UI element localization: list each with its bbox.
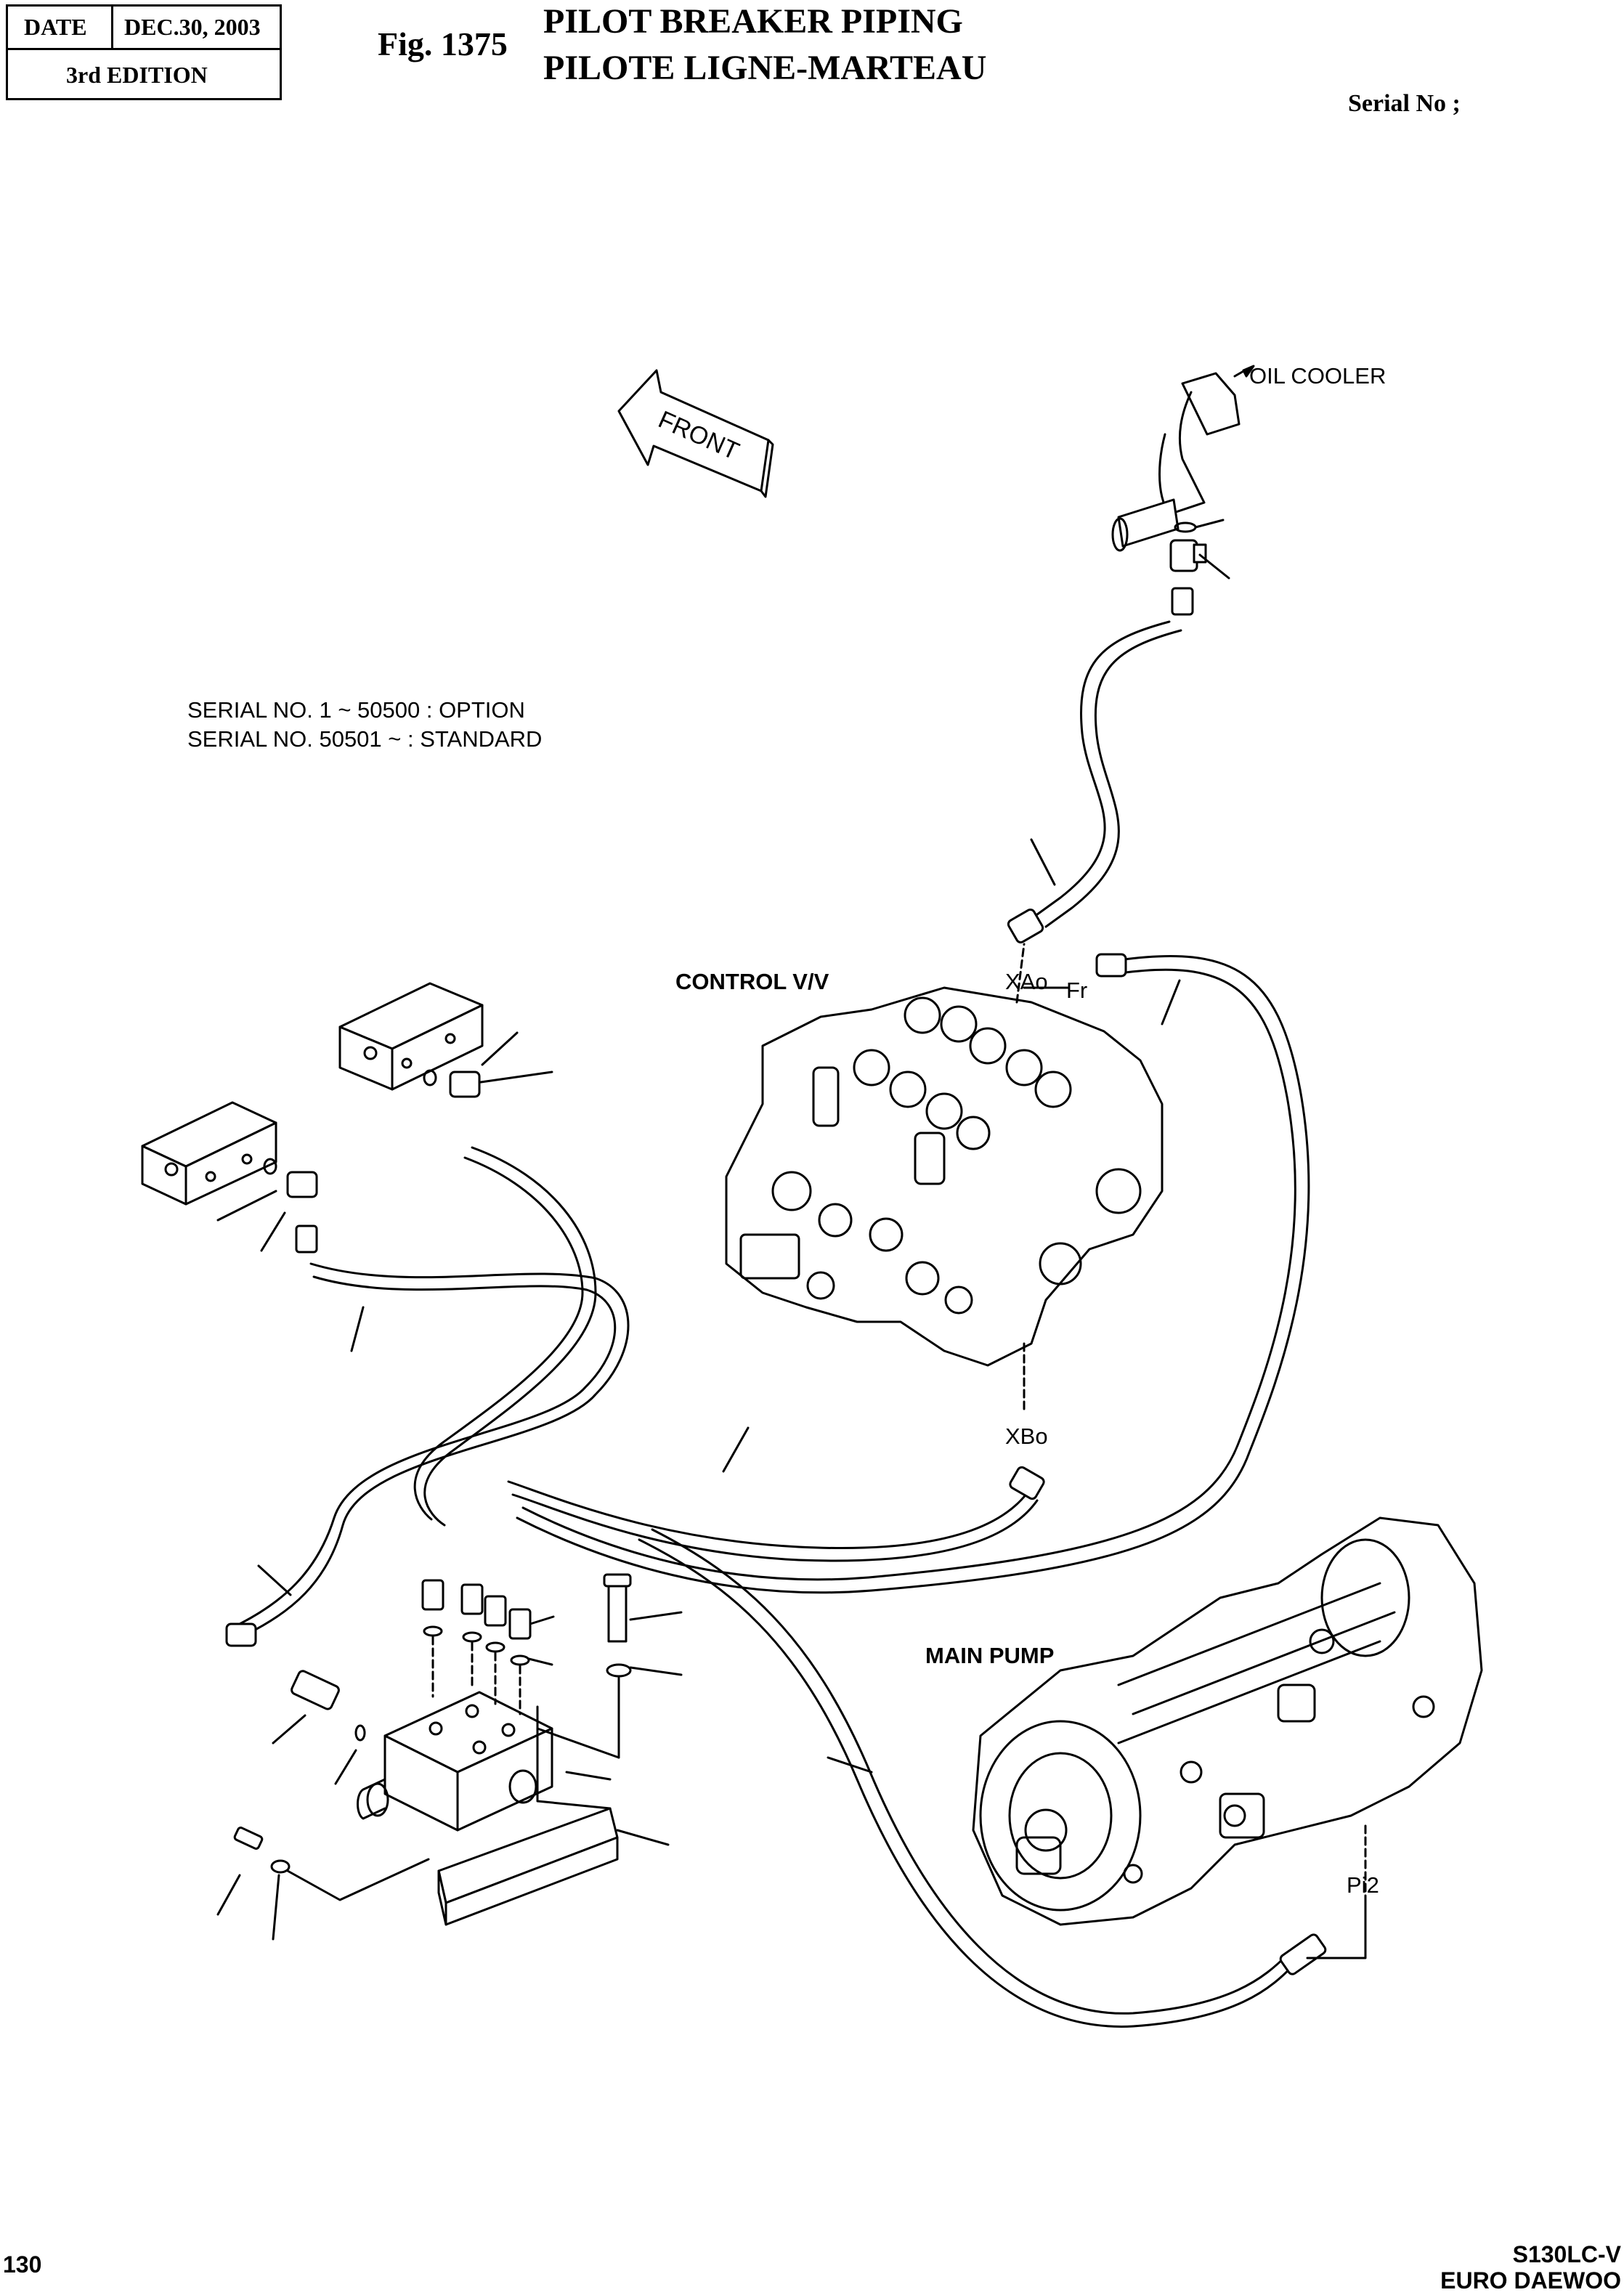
figure-title-english: PILOT BREAKER PIPING [543,2,963,41]
oil-cooler-label: OIL COOLER [1249,363,1387,389]
port-fr-label: Fr [1066,978,1088,1003]
hose-fr-loop [516,953,1310,1594]
control-valve-label: CONTROL V/V [675,969,829,994]
main-pump-label: MAIN PUMP [925,1643,1055,1668]
port-xbo-label: XBo [1005,1423,1048,1449]
port-pi2-label: Pi2 [1347,1872,1379,1898]
brand-name: EURO DAEWOO [1440,2267,1621,2294]
date-label: DATE [24,14,87,40]
date-value: DEC.30, 2003 [124,14,261,40]
header-divider [111,7,113,50]
header-box: DATE DEC.30, 2003 3rd EDITION [6,4,282,100]
edition-label: 3rd EDITION [66,62,208,88]
front-arrow [617,369,774,498]
serial-note-standard: SERIAL NO. 50501 ~ : STANDARD [187,726,543,752]
manifold-assembly [216,1573,683,1941]
oil-cooler-fittings [1169,519,1230,616]
serial-number-label: Serial No ; [1348,90,1461,117]
header-date-row [8,7,280,50]
serial-note-option: SERIAL NO. 1 ~ 50500 : OPTION [187,697,525,723]
oil-cooler-pipe [1111,365,1255,552]
distribution-block-upper [338,982,553,1098]
model-name: S130LC-V [1512,2241,1621,2267]
figure-number: Fig. 1375 [378,25,508,62]
hose-xbo [507,1426,1045,1562]
hose-oil-cooler-to-xao [1007,620,1182,944]
hose-pi2 [638,1528,1327,2028]
control-valve-drawing [725,943,1164,1410]
distribution-block-lower [141,1101,318,1252]
port-xao-label: XAo [1005,969,1048,994]
hose-left-blocks [225,1146,630,1647]
figure-title-french: PILOTE LIGNE-MARTEAU [543,49,987,87]
main-pump-drawing [972,1516,1483,1959]
page-number: 130 [3,2251,42,2278]
